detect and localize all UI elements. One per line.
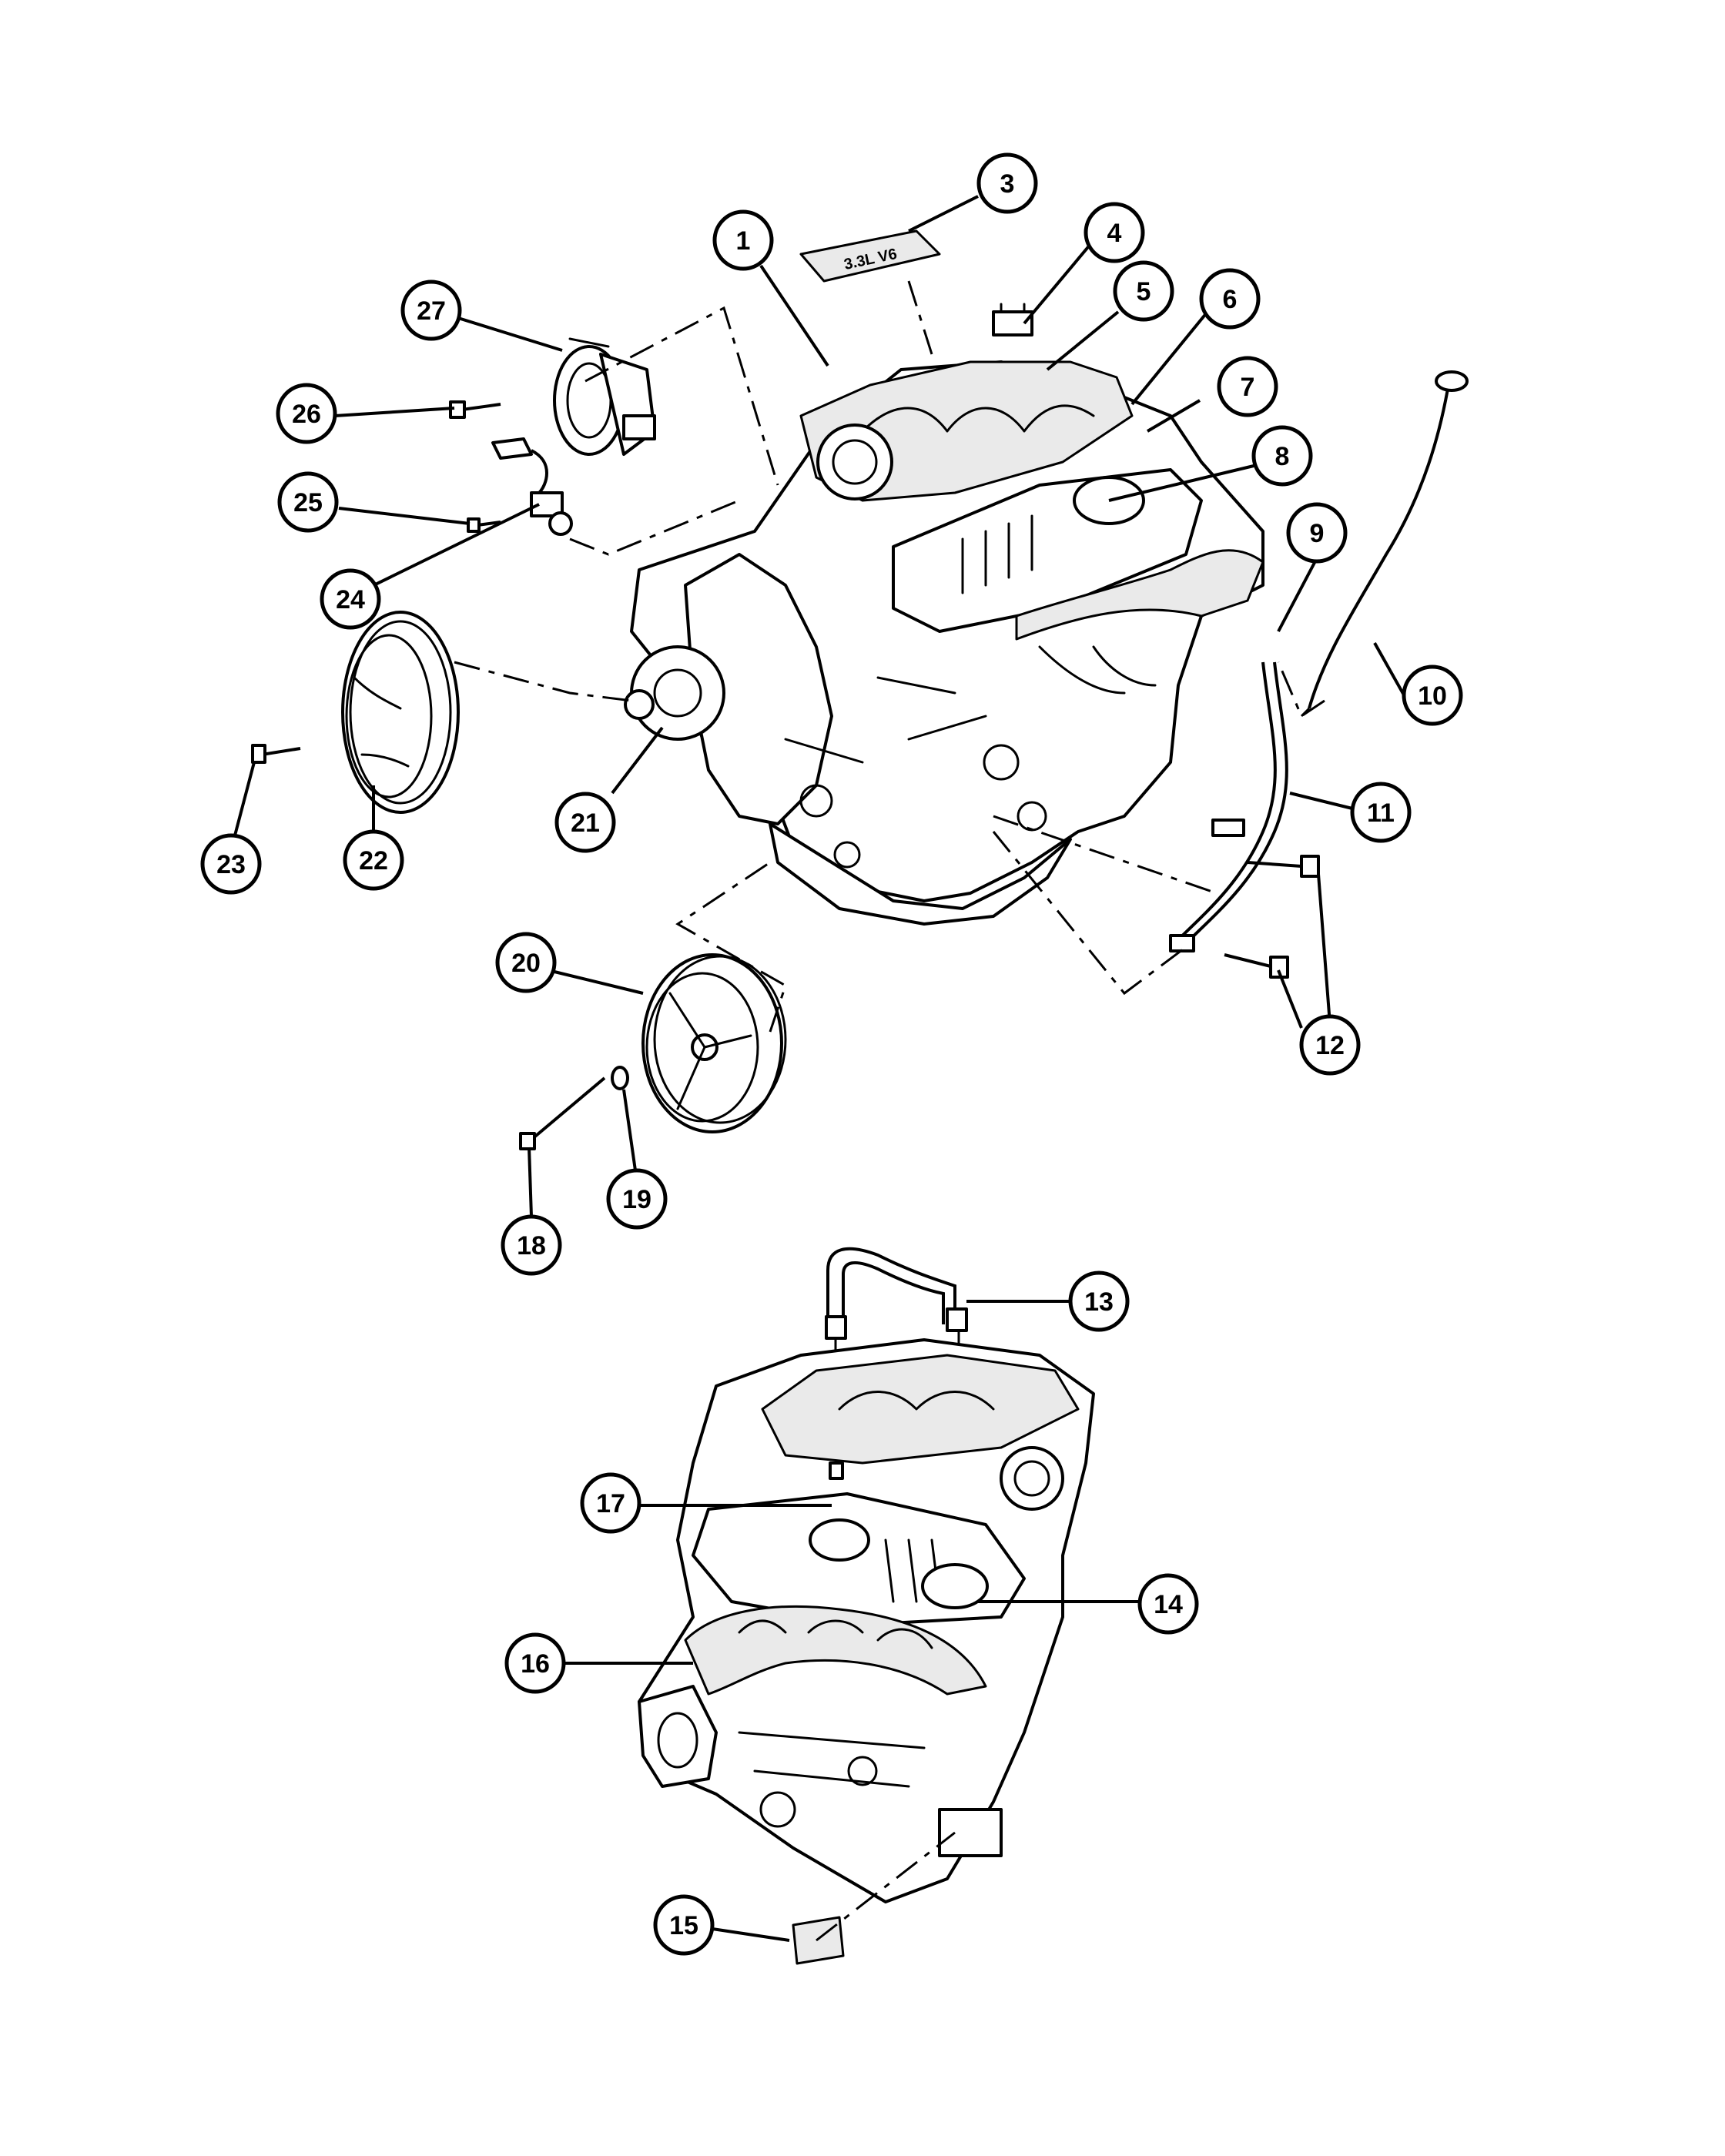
callout-26-label: 26 (292, 400, 321, 429)
callout-25-label: 25 (293, 488, 323, 517)
callout-18-label: 18 (517, 1231, 546, 1260)
assembly-leader-lines (454, 280, 1325, 1033)
callout-11-label: 11 (1367, 798, 1395, 828)
callout-9: 9 (1286, 502, 1348, 564)
exhaust-manifold-front (684, 1605, 987, 1696)
callout-7: 7 (1217, 356, 1278, 417)
callout-24: 24 (320, 568, 381, 630)
callout-20: 20 (495, 932, 557, 993)
oil-dipstick (1300, 370, 1469, 718)
callout-20-label: 20 (511, 949, 541, 978)
engine-cover: 3.3L V6 (799, 229, 941, 283)
pulley-washer (611, 1066, 629, 1090)
callout-8-label: 8 (1275, 442, 1290, 471)
dipstick-tube (1169, 661, 1288, 952)
hose-end-left (825, 1315, 847, 1340)
callout-23-label: 23 (216, 850, 246, 879)
crankshaft-damper (341, 611, 460, 814)
callout-23: 23 (200, 833, 262, 895)
callout-15: 15 (653, 1894, 715, 1956)
callout-10: 10 (1402, 665, 1463, 726)
callout-22: 22 (343, 829, 404, 891)
callout-26: 26 (276, 383, 337, 444)
callout-12-label: 12 (1315, 1031, 1345, 1060)
callout-24-label: 24 (336, 585, 365, 614)
callout-19: 19 (606, 1168, 668, 1230)
callout-25: 25 (277, 471, 339, 533)
callout-16-label: 16 (521, 1649, 550, 1679)
callout-27-label: 27 (417, 296, 446, 326)
damper-bolt (251, 744, 301, 764)
callout-19-label: 19 (622, 1185, 651, 1214)
callout-1-label: 1 (736, 226, 751, 256)
callout-10-label: 10 (1418, 681, 1447, 711)
callout-8: 8 (1251, 425, 1313, 487)
callout-4-label: 4 (1107, 219, 1122, 248)
callout-14: 14 (1137, 1573, 1199, 1635)
callout-6-label: 6 (1223, 285, 1238, 314)
callout-11: 11 (1350, 782, 1412, 843)
callout-5-label: 5 (1137, 277, 1151, 306)
callout-13-label: 13 (1084, 1287, 1114, 1317)
pulley-bolt (519, 1076, 606, 1150)
throttle-body-bolt (449, 400, 501, 419)
callout-15-label: 15 (669, 1911, 698, 1940)
callout-leaders (233, 195, 1411, 1942)
callout-3-label: 3 (1000, 169, 1015, 199)
callout-5: 5 (1113, 260, 1174, 322)
callout-7-label: 7 (1241, 373, 1255, 402)
upper-engine-assembly (624, 360, 1264, 926)
callout-14-label: 14 (1154, 1590, 1183, 1619)
callout-21: 21 (554, 792, 616, 853)
throttle-body (553, 337, 656, 456)
callout-18: 18 (501, 1214, 562, 1276)
idler-pulley (641, 953, 787, 1133)
callout-13: 13 (1068, 1270, 1130, 1332)
exhaust-manifold (1015, 549, 1264, 641)
hose-end-right (946, 1307, 968, 1332)
callout-4: 4 (1084, 202, 1145, 263)
callout-17: 17 (580, 1472, 641, 1534)
callout-27: 27 (400, 280, 462, 341)
callout-12: 12 (1299, 1014, 1361, 1076)
oil-pan (769, 822, 1072, 926)
dipstick-tube-bolts (1224, 855, 1320, 979)
lower-engine-assembly (638, 1247, 1095, 1965)
callout-22-label: 22 (359, 846, 388, 875)
callout-3: 3 (976, 152, 1038, 214)
callout-1: 1 (712, 209, 774, 271)
callout-16: 16 (504, 1632, 566, 1694)
callout-17-label: 17 (596, 1489, 625, 1518)
sensor-screw (467, 517, 501, 533)
callout-9-label: 9 (1310, 519, 1325, 548)
callout-21-label: 21 (571, 808, 600, 838)
callout-6: 6 (1199, 268, 1261, 330)
